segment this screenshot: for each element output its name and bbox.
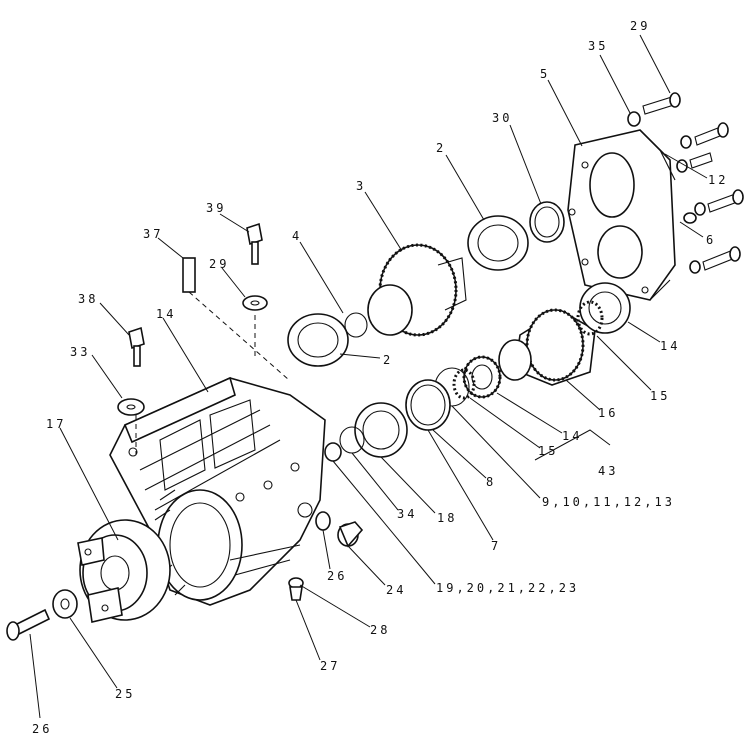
callout-labels: 29 35 5 30 2 3 4 12 6 39 37 29 14 38 2 1…: [32, 19, 728, 736]
callout-30: 30: [492, 111, 512, 125]
callout-6: 6: [706, 233, 716, 247]
ring-15-middle: [452, 368, 476, 400]
ring-8: [405, 379, 451, 431]
callout-38: 38: [78, 292, 98, 306]
drain-plug-27: [288, 577, 304, 601]
callout-39: 39: [206, 201, 226, 215]
flange-cover: [77, 519, 171, 623]
ring-15-right: [576, 300, 604, 336]
callout-33: 33: [70, 345, 90, 359]
bolt-12-b: [676, 152, 713, 173]
dowel-6: [683, 212, 697, 224]
callout-17: 17: [46, 417, 66, 431]
callout-5: 5: [540, 67, 550, 81]
seal-30: [529, 201, 565, 243]
callout-12: 12: [708, 173, 728, 187]
synchro-hub-14: [462, 355, 502, 399]
callout-2-upper: 2: [436, 141, 446, 155]
callout-8: 8: [486, 475, 496, 489]
callout-37-top: 37: [143, 227, 163, 241]
callout-15-middle: 15: [538, 444, 558, 458]
bearing-2-upper: [467, 215, 529, 271]
callout-15-right: 15: [650, 389, 670, 403]
callout-26-washer: 26: [327, 569, 347, 583]
dowel-pin-37: [182, 257, 290, 381]
bolt-26-left: [6, 608, 51, 641]
callout-24: 24: [386, 583, 406, 597]
bolt-39: [246, 222, 263, 360]
callout-34: 34: [397, 507, 417, 521]
callout-19-23: 19,20,21,22,23: [436, 581, 579, 595]
bolt-12-c: [694, 189, 744, 216]
callout-29-washer: 29: [209, 257, 229, 271]
callout-4: 4: [292, 229, 302, 243]
rear-housing-5: [567, 129, 676, 301]
washer-33: [117, 398, 145, 416]
bearing-2-lower: [287, 313, 349, 367]
shaft-gear-16: [498, 308, 596, 386]
washer-25: [52, 589, 78, 619]
washer-35: [627, 111, 641, 127]
callout-29: 29: [630, 19, 650, 33]
callout-14-middle: 14: [562, 429, 582, 443]
gear-3: [367, 243, 467, 337]
bearing-18: [354, 402, 408, 458]
callout-1a: 14: [156, 307, 176, 321]
callout-18: 18: [437, 511, 457, 525]
bolt-12-d: [689, 246, 741, 274]
washer-26-right: [315, 511, 331, 531]
callout-26-bolt: 26: [32, 722, 52, 736]
callout-7: 7: [491, 539, 501, 553]
callout-35: 35: [588, 39, 608, 53]
bolt-29-top: [642, 92, 681, 115]
shim-19-23: [324, 442, 342, 462]
callout-2-lower: 2: [383, 353, 393, 367]
callout-27: 27: [320, 659, 340, 673]
callout-25: 25: [115, 687, 135, 701]
snap-ring-4: [344, 312, 368, 338]
callout-3: 3: [356, 179, 366, 193]
bolt-12-a: [680, 122, 729, 149]
plug-24: [337, 521, 364, 548]
callout-16: 16: [598, 406, 618, 420]
bearing-14-right: [579, 282, 631, 334]
leader-lines: [29, 34, 708, 719]
callout-28: 28: [370, 623, 390, 637]
bolt-38: [128, 326, 145, 455]
callout-14-right: 14: [660, 339, 680, 353]
callout-9-13: 9,10,11,12,13: [542, 495, 675, 509]
callout-43: 43: [598, 464, 618, 478]
washer-29: [242, 295, 268, 311]
